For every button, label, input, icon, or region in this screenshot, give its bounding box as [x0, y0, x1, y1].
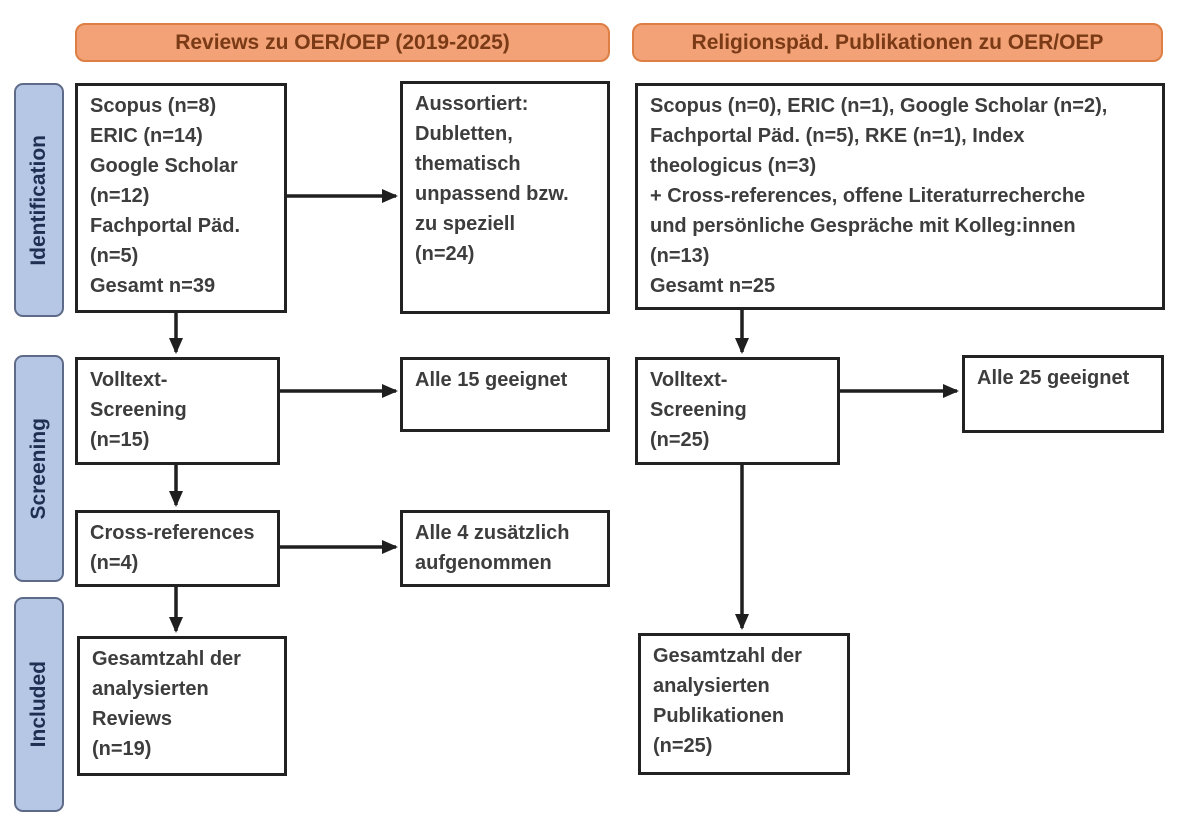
right-eligible-box: Alle 25 geeignet	[962, 355, 1164, 433]
left-cross-references-box: Cross-references (n=4)	[75, 510, 280, 587]
left-sources-box: Scopus (n=8) ERIC (n=14) Google Scholar …	[75, 83, 287, 313]
stage-label-identification-text: Identification	[27, 134, 50, 266]
right-fulltext-screening-box: Volltext- Screening (n=25)	[635, 357, 840, 465]
stage-label-identification: Identification	[14, 83, 64, 317]
left-eligible-box: Alle 15 geeignet	[400, 357, 610, 432]
column-header-left: Reviews zu OER/OEP (2019-2025)	[75, 23, 610, 62]
left-excluded-box: Aussortiert: Dubletten, thematisch unpas…	[400, 81, 610, 314]
stage-label-screening: Screening	[14, 355, 64, 582]
left-added-box: Alle 4 zusätzlich aufgenommen	[400, 510, 610, 587]
stage-label-included: Included	[14, 597, 64, 812]
stage-label-included-text: Included	[27, 661, 50, 748]
column-header-right: Religionspäd. Publikationen zu OER/OEP	[632, 23, 1163, 62]
stage-label-screening-text: Screening	[27, 417, 50, 520]
right-sources-box: Scopus (n=0), ERIC (n=1), Google Scholar…	[635, 83, 1165, 310]
left-fulltext-screening-box: Volltext- Screening (n=15)	[75, 357, 280, 465]
left-total-box: Gesamtzahl der analysierten Reviews (n=1…	[77, 636, 287, 776]
right-total-box: Gesamtzahl der analysierten Publikatione…	[638, 633, 850, 775]
